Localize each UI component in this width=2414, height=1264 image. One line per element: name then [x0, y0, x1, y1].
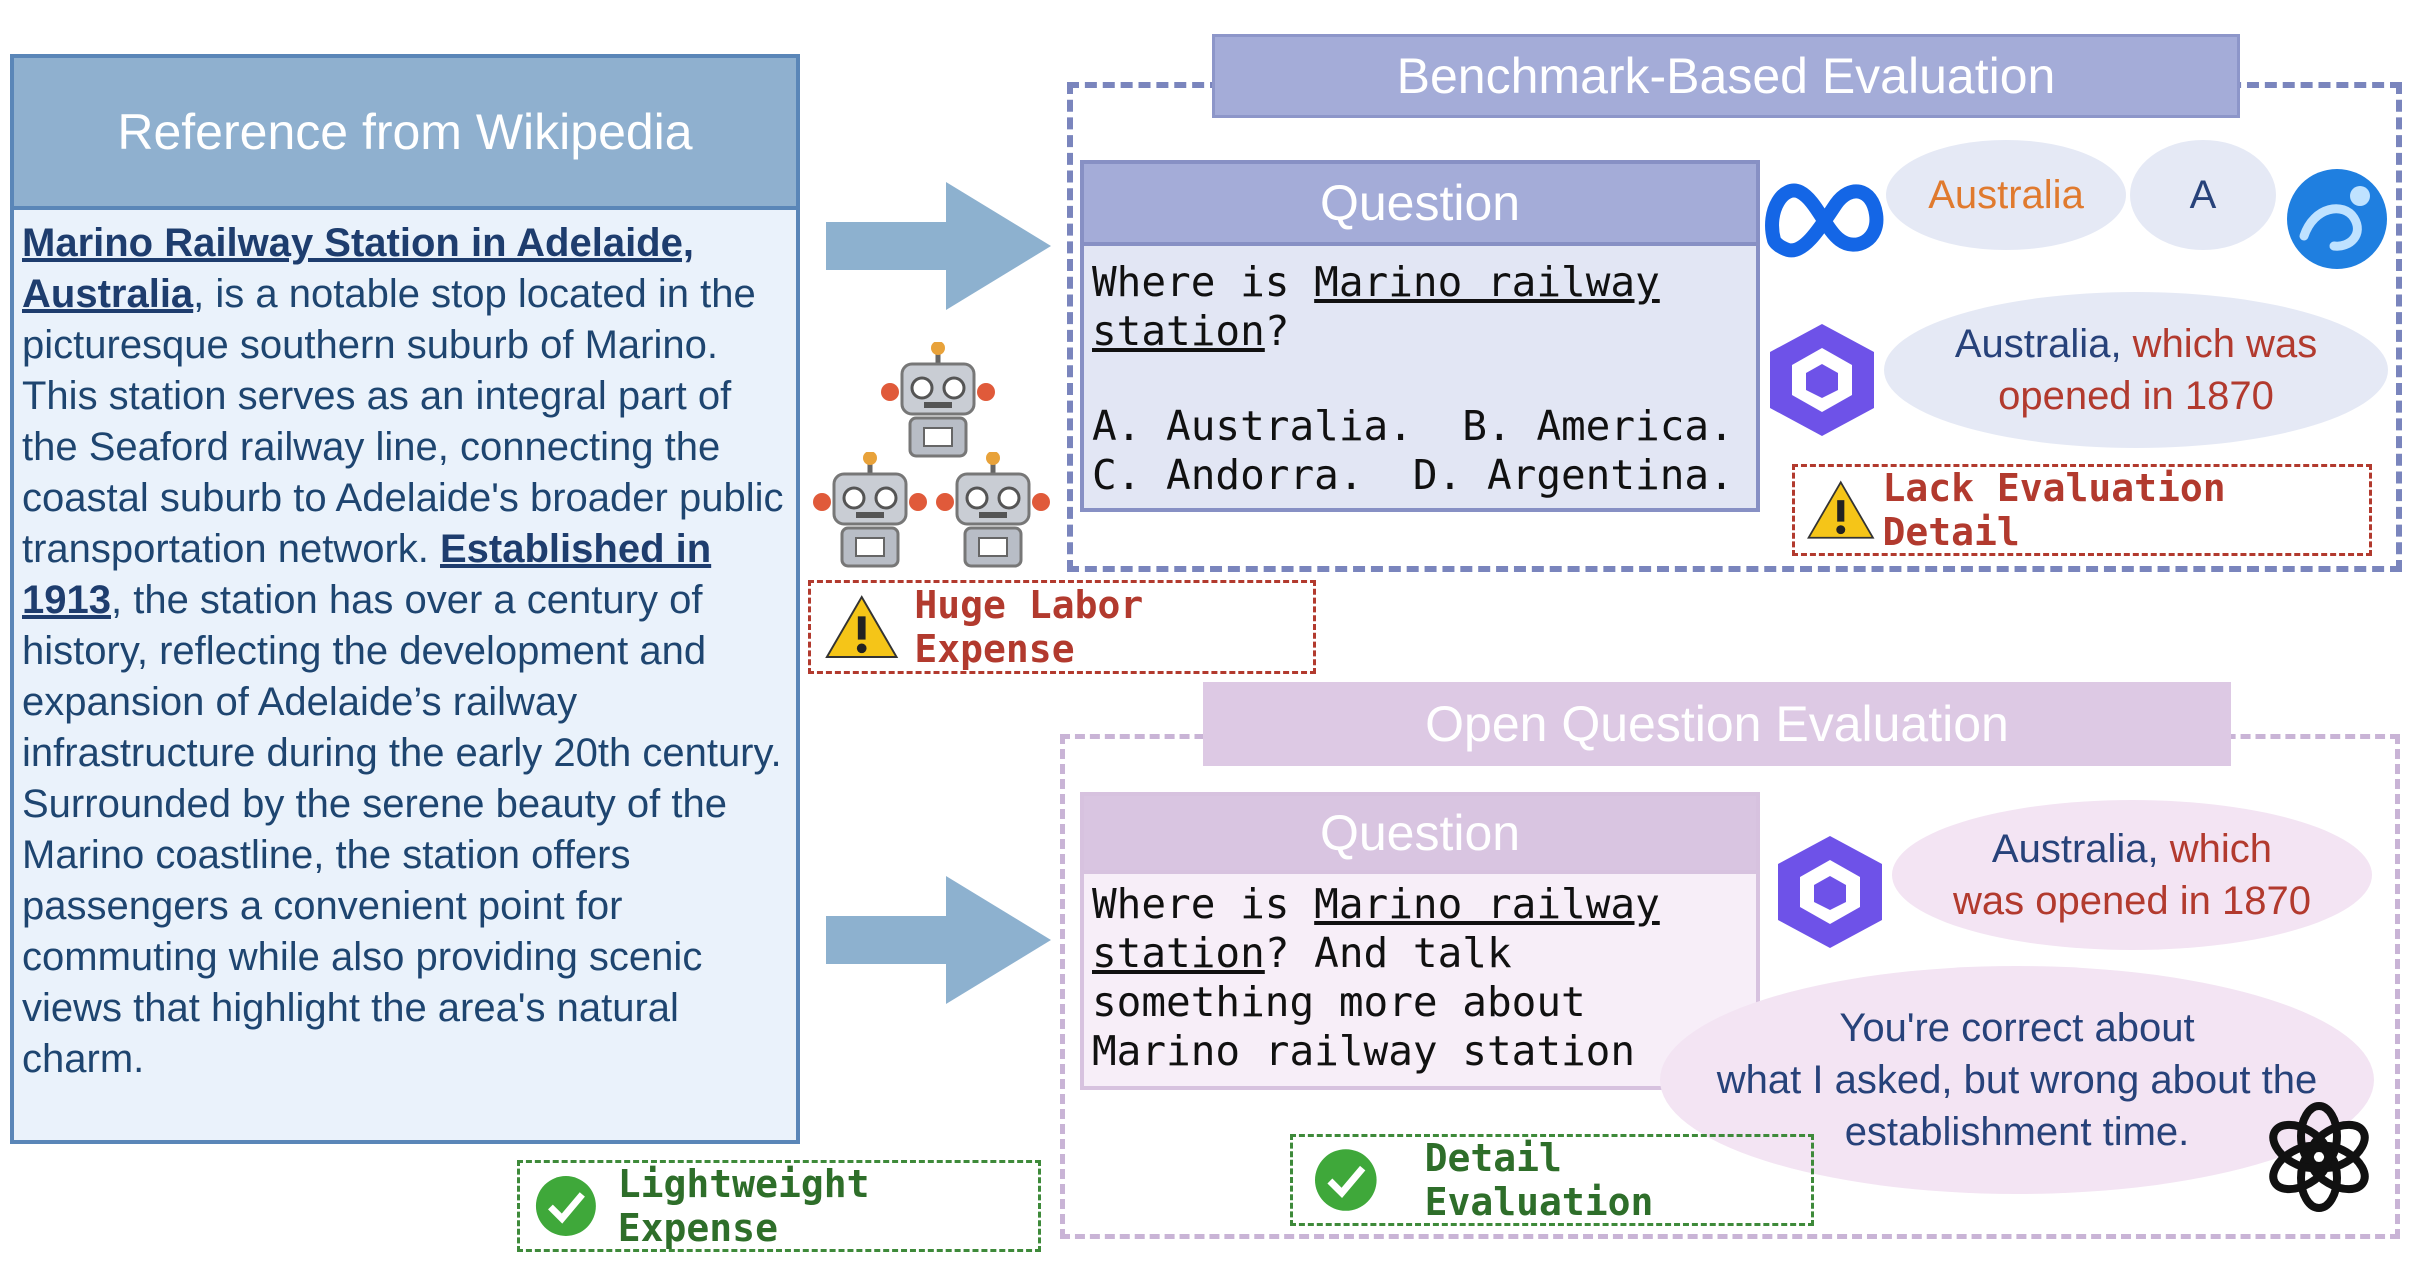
arrow-right-icon [826, 876, 1051, 1004]
benchmark-question-header: Question [1084, 164, 1756, 246]
arrow-right-icon [826, 182, 1051, 310]
detail-evaluation-badge: Detail Evaluation [1290, 1134, 1814, 1226]
open-question-title: Open Question Evaluation [1203, 682, 2231, 766]
warning-icon [1807, 480, 1875, 539]
meta-answer-bubble: Australia [1886, 140, 2126, 250]
reference-text: Marino Railway Station in Adelaide, Aust… [22, 221, 784, 1081]
check-icon [535, 1176, 596, 1236]
robot-icon [881, 342, 995, 458]
meta-logo-icon [1765, 183, 1884, 258]
benchmark-question-box: Question Where is Marino railway station… [1080, 160, 1760, 512]
wikipedia-reference-panel: Reference from Wikipedia Marino Railway … [10, 54, 800, 1144]
warning-icon [825, 595, 899, 658]
reference-link-station: Marino Railway Station in Adelaide, Aust… [22, 221, 694, 316]
reference-title: Reference from Wikipedia [14, 58, 796, 210]
qwen-logo-icon [1778, 836, 1882, 948]
reference-link-established: Established in 1913 [22, 527, 712, 622]
robot-icon [813, 452, 927, 568]
open-question-header: Question [1084, 796, 1756, 874]
lack-detail-warning: Lack Evaluation Detail [1792, 464, 2372, 556]
benchmark-title: Benchmark-Based Evaluation [1212, 34, 2240, 118]
benchmark-question-text: Where is Marino railway station? [1092, 258, 1660, 355]
open-question-box: Question Where is Marino railway station… [1080, 792, 1760, 1090]
robot-icon [936, 452, 1050, 568]
blue-swirl-logo-icon [2287, 169, 2387, 269]
qwen-logo-icon [1770, 324, 1874, 436]
openai-logo-icon [2269, 1102, 2369, 1212]
lightweight-expense-badge: Lightweight Expense [517, 1160, 1041, 1252]
other-answer-bubble: A [2130, 140, 2276, 250]
benchmark-options: A. Australia. B. America.C. Andorra. D. … [1092, 402, 1734, 499]
labor-expense-warning: Huge Labor Expense [808, 580, 1316, 674]
qwen-answer-bubble: Australia, which was opened in 1870 [1884, 292, 2388, 448]
check-icon [1314, 1149, 1377, 1211]
open-question-text: Where is Marino railway station? And tal… [1092, 880, 1660, 1075]
